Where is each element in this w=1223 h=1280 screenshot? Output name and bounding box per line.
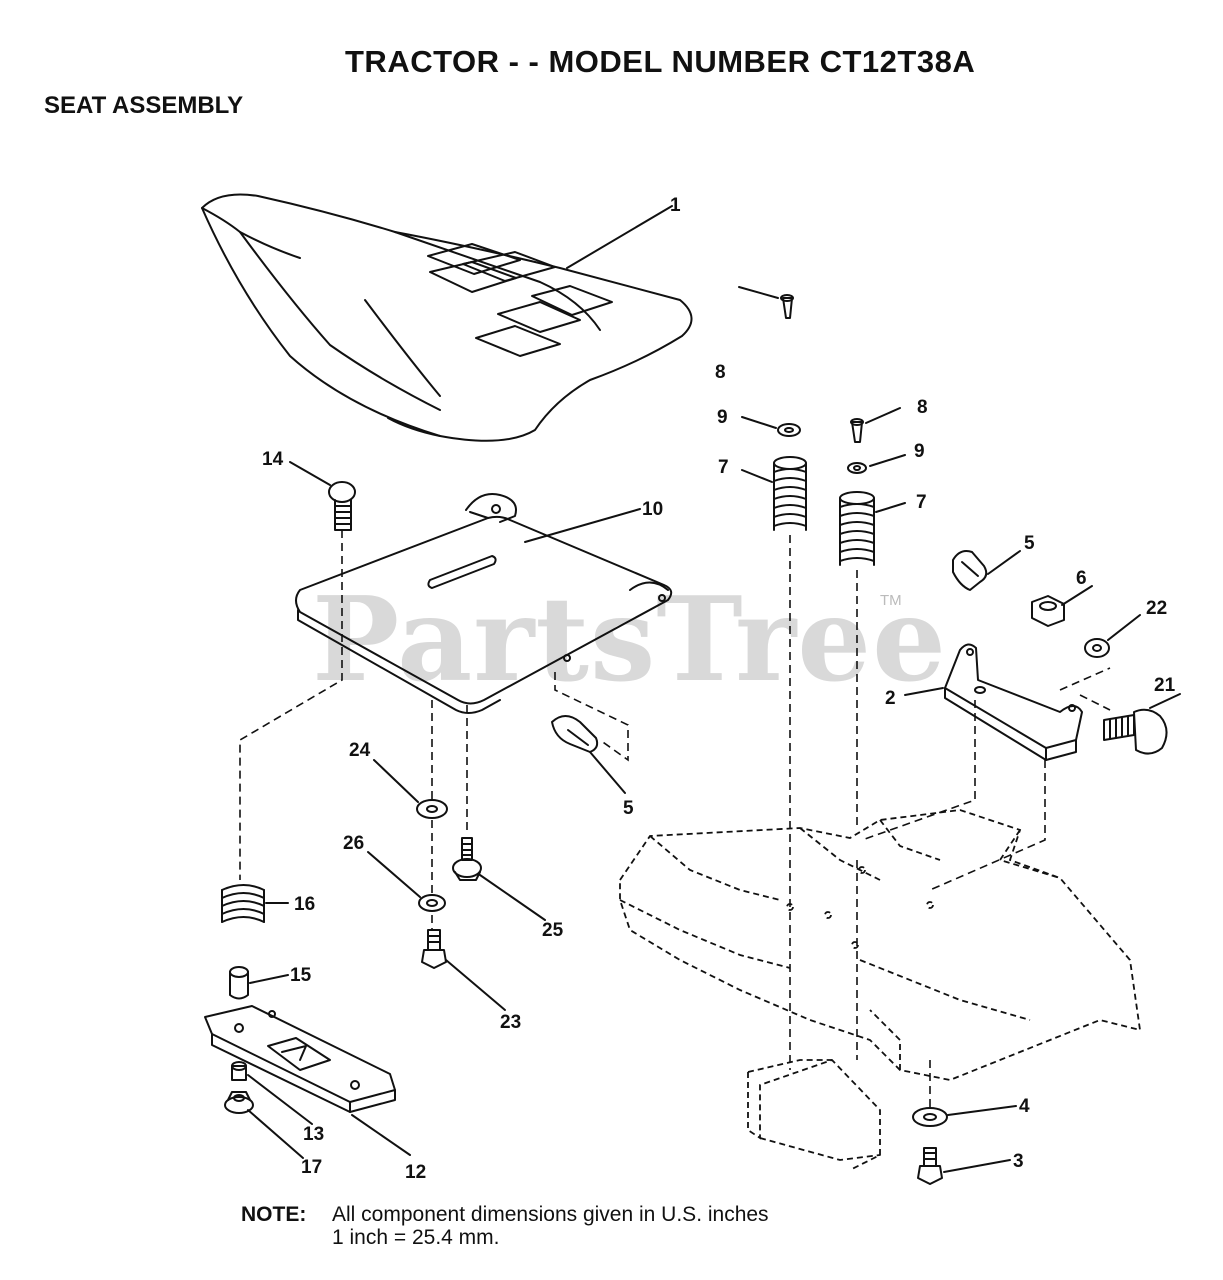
callout-7-left: 7 (718, 457, 729, 478)
note-text-line1: All component dimensions given in U.S. i… (332, 1203, 769, 1226)
trademark-symbol: TM (880, 592, 902, 609)
callout-17: 17 (301, 1157, 323, 1178)
assembly-centerlines (239, 530, 1111, 1108)
callout-16: 16 (294, 894, 316, 915)
carriage-bolt-part (328, 481, 356, 531)
callout-9-right: 9 (914, 441, 925, 462)
callout-7-right: 7 (916, 492, 927, 513)
callout-1: 1 (670, 195, 681, 216)
callout-3: 3 (1013, 1151, 1024, 1172)
section-title: SEAT ASSEMBLY (44, 92, 244, 119)
spacer-part (229, 966, 249, 1000)
page-title: TRACTOR - - MODEL NUMBER CT12T38A (345, 44, 976, 79)
hex-bolt-part (421, 929, 447, 969)
shoulder-bolt-part (452, 837, 482, 881)
flange-nut-part (224, 1091, 254, 1114)
callout-13: 13 (303, 1124, 325, 1145)
callout-8-left: 8 (715, 362, 726, 383)
tractor-frame-dashed (619, 809, 1142, 1171)
callout-24: 24 (349, 740, 371, 761)
bolt-part-3 (917, 1147, 943, 1185)
hex-nut-part (1031, 595, 1065, 627)
callout-4: 4 (1019, 1096, 1030, 1117)
clip-part-lower (551, 715, 599, 753)
spring-stack-left (773, 294, 807, 531)
callout-2: 2 (885, 688, 896, 709)
knob-part (1103, 708, 1168, 755)
washer-part-24 (416, 799, 448, 819)
callout-23: 23 (500, 1012, 522, 1033)
washer-part-26 (418, 894, 446, 912)
callout-22: 22 (1146, 598, 1168, 619)
note-label: NOTE: (241, 1203, 307, 1226)
nut-part-13 (231, 1061, 247, 1081)
callout-6: 6 (1076, 568, 1087, 589)
seat-pan-part (295, 493, 673, 714)
callout-9-left: 9 (717, 407, 728, 428)
mount-plate-part (204, 1005, 396, 1113)
callout-26: 26 (343, 833, 365, 854)
callout-25: 25 (542, 920, 564, 941)
bracket-part (944, 643, 1083, 761)
washer-part-22 (1084, 638, 1110, 658)
seat-part (201, 193, 693, 442)
callout-10: 10 (642, 499, 664, 520)
callout-8-right: 8 (917, 397, 928, 418)
washer-part-4 (912, 1107, 948, 1127)
spring-part-16 (221, 884, 265, 923)
callout-15: 15 (290, 965, 312, 986)
spring-stack-right (839, 418, 875, 566)
callout-12: 12 (405, 1162, 427, 1183)
clip-part-upper (952, 550, 988, 591)
callout-5-lower: 5 (623, 798, 634, 819)
parts-tree-watermark: PartsTree (312, 572, 947, 708)
callout-14: 14 (262, 449, 284, 470)
callout-21: 21 (1154, 675, 1176, 696)
callout-5-upper: 5 (1024, 533, 1035, 554)
note-text-line2: 1 inch = 25.4 mm. (332, 1226, 500, 1249)
